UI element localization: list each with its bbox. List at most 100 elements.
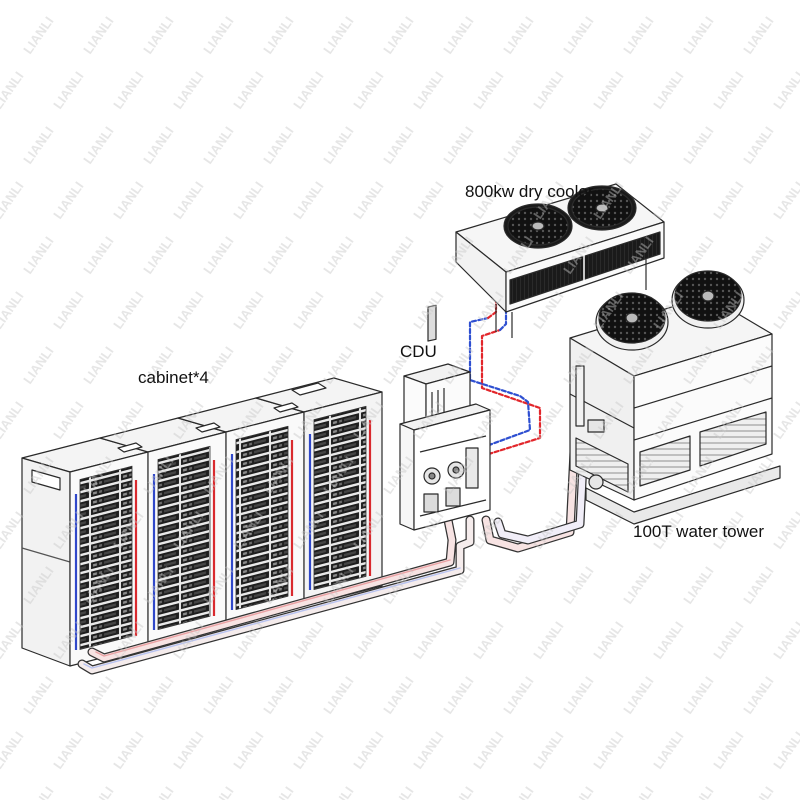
- watermark-text: LIANLI: [500, 674, 536, 717]
- watermark-text: LIANLI: [740, 564, 776, 607]
- watermark-text: LIANLI: [350, 619, 386, 662]
- watermark-text: LIANLI: [710, 179, 746, 222]
- watermark-text: LIANLI: [380, 234, 416, 277]
- server-rack-4: [313, 405, 367, 591]
- watermark-text: LIANLI: [320, 784, 356, 800]
- watermark-text: LIANLI: [710, 729, 746, 772]
- watermark-text: LIANLI: [770, 399, 800, 442]
- watermark-text: LIANLI: [590, 729, 626, 772]
- watermark-text: LIANLI: [350, 289, 386, 332]
- dry-cooler-unit: [455, 183, 665, 338]
- watermark-text: LIANLI: [260, 344, 296, 387]
- watermark-text: LIANLI: [320, 674, 356, 717]
- server-rack-3: [235, 425, 289, 610]
- watermark-text: LIANLI: [740, 784, 776, 800]
- watermark-text: LIANLI: [20, 344, 56, 387]
- watermark-text: LIANLI: [260, 674, 296, 717]
- watermark-text: LIANLI: [20, 674, 56, 717]
- watermark-text: LIANLI: [770, 0, 800, 2]
- watermark-text: LIANLI: [350, 179, 386, 222]
- watermark-text: LIANLI: [200, 674, 236, 717]
- watermark-text: LIANLI: [410, 619, 446, 662]
- watermark-text: LIANLI: [200, 234, 236, 277]
- watermark-text: LIANLI: [350, 0, 386, 2]
- watermark-text: LIANLI: [710, 0, 746, 2]
- watermark-text: LIANLI: [260, 234, 296, 277]
- dry-cooler-cold-line: [468, 316, 532, 454]
- watermark-text: LIANLI: [500, 124, 536, 167]
- watermark-text: LIANLI: [410, 69, 446, 112]
- watermark-text: LIANLI: [50, 289, 86, 332]
- watermark-text: LIANLI: [770, 729, 800, 772]
- watermark-text: LIANLI: [470, 289, 506, 332]
- watermark-text: LIANLI: [770, 69, 800, 112]
- watermark-text: LIANLI: [710, 619, 746, 662]
- watermark-text: LIANLI: [620, 784, 656, 800]
- watermark-text: LIANLI: [200, 124, 236, 167]
- cabinet-manifolds: [74, 420, 372, 650]
- watermark-text: LIANLI: [530, 399, 566, 442]
- watermark-text: LIANLI: [530, 0, 566, 2]
- watermark-text: LIANLI: [380, 784, 416, 800]
- watermark-text: LIANLI: [110, 729, 146, 772]
- watermark-text: LIANLI: [560, 124, 596, 167]
- watermark-text: LIANLI: [740, 124, 776, 167]
- server-rack-2: [157, 445, 211, 630]
- watermark-text: LIANLI: [560, 674, 596, 717]
- watermark-text: LIANLI: [530, 729, 566, 772]
- watermark-text: LIANLI: [650, 729, 686, 772]
- watermark-text: LIANLI: [680, 784, 716, 800]
- watermark-text: LIANLI: [470, 619, 506, 662]
- watermark-text: LIANLI: [500, 564, 536, 607]
- watermark-text: LIANLI: [20, 234, 56, 277]
- watermark-text: LIANLI: [650, 179, 686, 222]
- watermark-text: LIANLI: [170, 179, 206, 222]
- watermark-text: LIANLI: [170, 0, 206, 2]
- watermark-text: LIANLI: [260, 124, 296, 167]
- watermark-text: LIANLI: [680, 234, 716, 277]
- watermark-text: LIANLI: [80, 784, 116, 800]
- watermark-text: LIANLI: [290, 179, 326, 222]
- watermark-text: LIANLI: [740, 674, 776, 717]
- watermark-text: LIANLI: [440, 674, 476, 717]
- watermark-text: LIANLI: [650, 619, 686, 662]
- watermark-text: LIANLI: [110, 179, 146, 222]
- dry-cooler-fan-1: [503, 203, 573, 249]
- watermark-text: LIANLI: [110, 69, 146, 112]
- watermark-text: LIANLI: [0, 729, 26, 772]
- watermark-text: LIANLI: [620, 14, 656, 57]
- watermark-text: LIANLI: [230, 179, 266, 222]
- watermark-text: LIANLI: [440, 14, 476, 57]
- watermark-text: LIANLI: [500, 784, 536, 800]
- watermark-text: LIANLI: [50, 179, 86, 222]
- watermark-text: LIANLI: [590, 69, 626, 112]
- watermark-text: LIANLI: [20, 784, 56, 800]
- watermark-text: LIANLI: [50, 399, 86, 442]
- watermark-text: LIANLI: [530, 69, 566, 112]
- watermark-text: LIANLI: [230, 289, 266, 332]
- watermark-text: LIANLI: [440, 124, 476, 167]
- watermark-text: LIANLI: [290, 729, 326, 772]
- watermark-text: LIANLI: [200, 14, 236, 57]
- watermark-text: LIANLI: [320, 234, 356, 277]
- watermark-text: LIANLI: [50, 729, 86, 772]
- watermark-text: LIANLI: [140, 14, 176, 57]
- watermark-text: LIANLI: [740, 234, 776, 277]
- watermark-text: LIANLI: [680, 124, 716, 167]
- watermark-text: LIANLI: [320, 124, 356, 167]
- water-tower-unit: [569, 270, 781, 525]
- watermark-text: LIANLI: [500, 344, 536, 387]
- watermark-text: LIANLI: [590, 509, 626, 552]
- watermark-text: LIANLI: [80, 124, 116, 167]
- watermark-text: LIANLI: [110, 289, 146, 332]
- watermark-text: LIANLI: [410, 179, 446, 222]
- watermark-text: LIANLI: [80, 344, 116, 387]
- watermark-text: LIANLI: [680, 674, 716, 717]
- watermark-text: LIANLI: [140, 234, 176, 277]
- watermark-text: LIANLI: [290, 619, 326, 662]
- watermark-text: LIANLI: [380, 674, 416, 717]
- watermark-text: LIANLI: [170, 729, 206, 772]
- watermark-text: LIANLI: [80, 14, 116, 57]
- watermark-text: LIANLI: [560, 14, 596, 57]
